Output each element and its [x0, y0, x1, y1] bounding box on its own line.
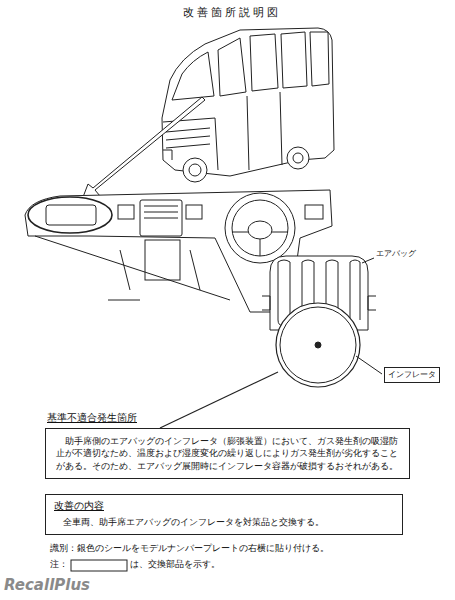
box-frame: 助手席側のエアバッグのインフレータ（膨張装置）において、ガス発生剤の吸湿防止が不… [45, 428, 410, 479]
box-body: 全車両、助手席エアバッグのインフレータを対策品と交換する。 [54, 516, 394, 528]
legend-box [71, 560, 127, 571]
watermark: RecallPlus [4, 576, 90, 595]
box-body: 助手席側のエアバッグのインフレータ（膨張装置）において、ガス発生剤の吸湿防止が不… [56, 435, 403, 472]
diagram-title: 改善箇所説明図 [183, 6, 281, 20]
box-heading: 基準不適合発生箇所 [47, 411, 410, 425]
van-illustration [162, 28, 334, 182]
note-text: は、交換部品を示す。 [130, 559, 220, 570]
nonconformity-box: 基準不適合発生箇所助手席側のエアバッグのインフレータ（膨張装置）において、ガス発… [45, 411, 410, 479]
identification-note: 識別：銀色のシールをモデルナンバープレートの右横に貼り付ける。 [50, 543, 329, 554]
box-heading: 改善の内容 [54, 499, 394, 514]
part-callout-box: インフレータ [384, 367, 440, 383]
airbag-detail [160, 256, 382, 428]
remedy-box: 改善の内容全車両、助手席エアバッグのインフレータを対策品と交換する。 [45, 494, 403, 535]
box-body: インフレータ [388, 369, 436, 381]
note-prefix: 注： [50, 559, 68, 570]
part-label: エアバッグ [376, 249, 416, 259]
